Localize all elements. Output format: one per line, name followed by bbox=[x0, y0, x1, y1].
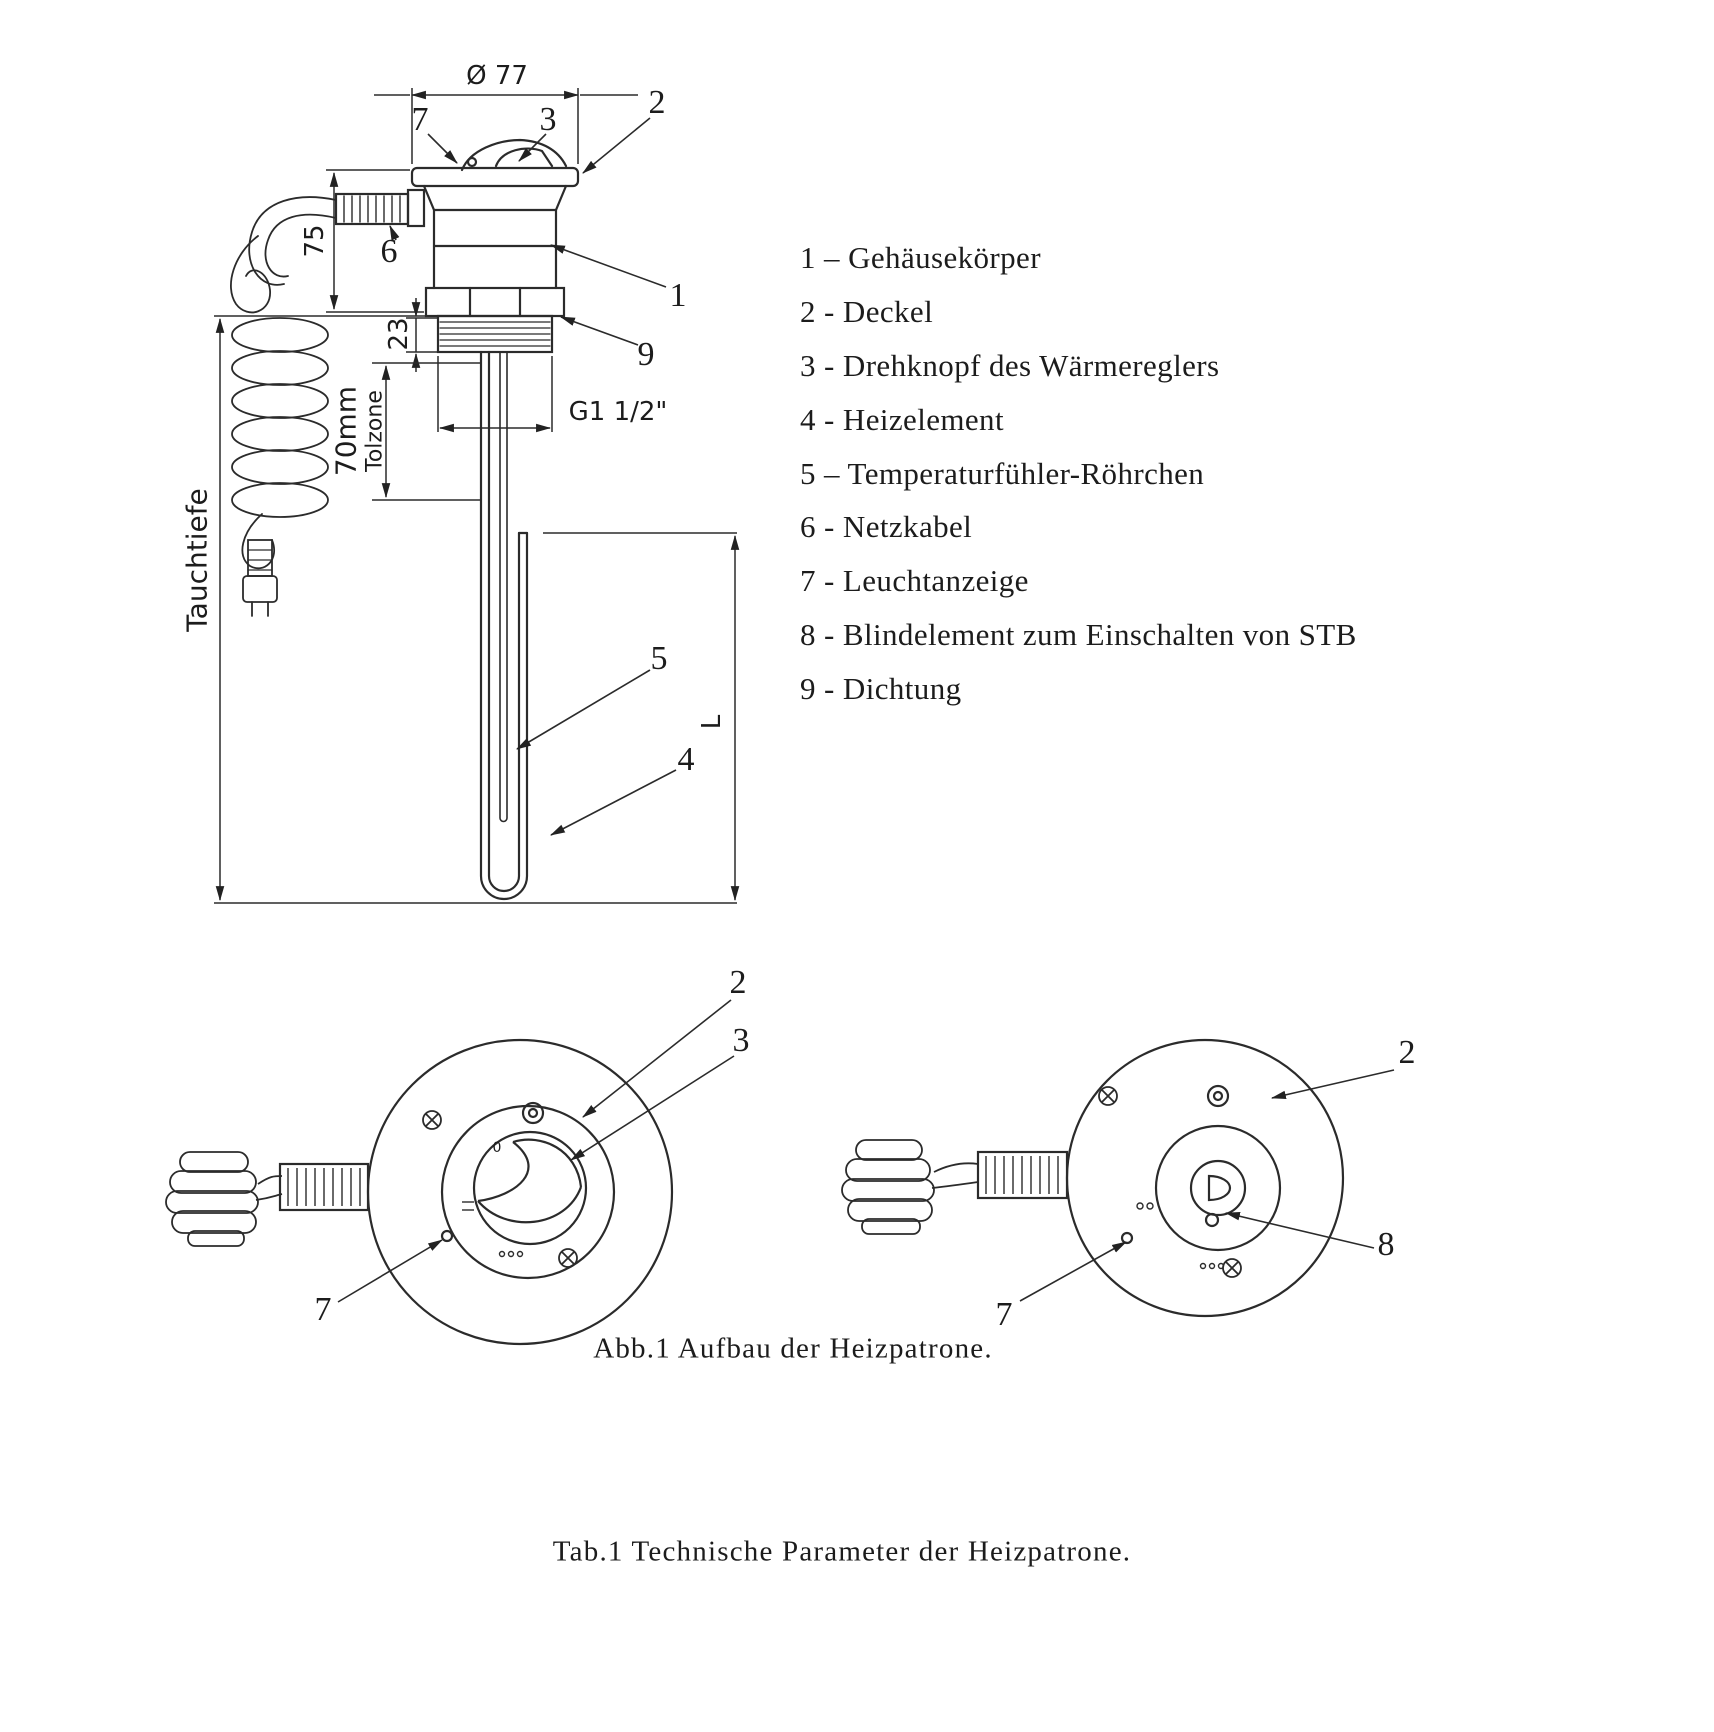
power-cable-coil bbox=[230, 196, 337, 617]
thread-section bbox=[436, 314, 554, 354]
knob-pointer bbox=[477, 1138, 583, 1224]
side-view-drawing bbox=[230, 138, 580, 901]
dim-label-75: 75 bbox=[300, 224, 330, 258]
callout-4: 4 bbox=[677, 741, 695, 778]
figure-caption: Abb.1 Aufbau der Heizpatrone. bbox=[593, 1332, 993, 1365]
front-left-leaders bbox=[337, 999, 735, 1303]
cable-gland bbox=[334, 188, 426, 228]
knurled-screw bbox=[521, 1101, 545, 1125]
legend-item-1: 1 – Gehäusekörper bbox=[800, 240, 1041, 275]
heating-tube bbox=[479, 350, 529, 901]
front-view-right-drawing bbox=[841, 1038, 1395, 1318]
legend-item-6: 6 - Netzkabel bbox=[800, 509, 973, 544]
dim-75 bbox=[326, 169, 424, 313]
dim-label-tolzone: Tolzone bbox=[362, 390, 388, 472]
phillips-screw-bottom bbox=[1222, 1258, 1242, 1278]
dim-label-tauchtiefe: Tauchtiefe bbox=[180, 488, 214, 632]
leader-9 bbox=[559, 316, 639, 346]
dim-tolzone-70mm bbox=[372, 362, 481, 501]
cable-gland-left-view bbox=[278, 1162, 370, 1212]
legend-item-2: 2 - Deckel bbox=[800, 294, 934, 329]
legend-item-3: 3 - Drehknopf des Wärmereglers bbox=[800, 348, 1220, 383]
dimension-lines bbox=[214, 88, 740, 904]
callout-right-8: 8 bbox=[1377, 1226, 1395, 1263]
indicator-lamp bbox=[440, 1229, 454, 1243]
knurled-screw bbox=[1206, 1084, 1230, 1108]
callout-2: 2 bbox=[648, 84, 666, 121]
front-right-leaders bbox=[1019, 1069, 1395, 1302]
leader-1 bbox=[549, 244, 667, 288]
callout-right-7: 7 bbox=[995, 1296, 1013, 1333]
cover-knob-outline bbox=[460, 138, 568, 172]
hex-flange bbox=[424, 286, 566, 318]
legend-item-9: 9 - Dichtung bbox=[800, 671, 962, 706]
dim-label-23: 23 bbox=[384, 317, 414, 351]
callout-left-2: 2 bbox=[729, 964, 747, 1001]
body-outline bbox=[422, 184, 568, 290]
leader-6 bbox=[389, 225, 400, 241]
center-hole bbox=[1189, 1159, 1247, 1217]
cover-circle bbox=[366, 1038, 674, 1346]
phillips-screw-top bbox=[422, 1110, 442, 1130]
folded-plug-right-view bbox=[841, 1139, 979, 1235]
dim-label-70mm: 70mm bbox=[329, 385, 363, 477]
side-view-leaders bbox=[389, 117, 677, 836]
small-markings bbox=[462, 1201, 524, 1258]
leader-4 bbox=[550, 769, 677, 836]
recess-circle bbox=[1154, 1124, 1282, 1252]
leader-7 bbox=[427, 133, 458, 164]
callout-right-2: 2 bbox=[1398, 1034, 1416, 1071]
dim-label-thread-size: G1 1/2" bbox=[568, 397, 668, 427]
knob-recess-circle bbox=[440, 1104, 616, 1280]
phillips-screw-bottom bbox=[558, 1248, 578, 1268]
dim-thread-G bbox=[437, 356, 553, 433]
legend-item-5: 5 – Temperaturfühler-Röhrchen bbox=[800, 456, 1205, 491]
folded-plug-left-view bbox=[165, 1151, 283, 1247]
leader-2 bbox=[582, 117, 651, 174]
callout-3: 3 bbox=[539, 101, 557, 138]
front-view-left-drawing bbox=[165, 999, 735, 1346]
leader-5 bbox=[516, 669, 651, 750]
legend-item-8: 8 - Blindelement zum Einschalten von STB bbox=[800, 617, 1357, 652]
phillips-screw-top bbox=[1098, 1086, 1118, 1106]
legend-item-4: 4 - Heizelement bbox=[800, 402, 1004, 437]
callout-1: 1 bbox=[669, 277, 687, 314]
dim-tauchtiefe bbox=[214, 315, 737, 904]
callout-left-7: 7 bbox=[314, 1291, 332, 1328]
cable-gland-right-view bbox=[976, 1150, 1069, 1200]
callout-7: 7 bbox=[411, 101, 429, 138]
thermostat-knob bbox=[472, 1130, 588, 1246]
legend-item-7: 7 - Leuchtanzeige bbox=[800, 563, 1029, 598]
callout-5: 5 bbox=[650, 640, 668, 677]
small-markings bbox=[1136, 1202, 1225, 1270]
callout-left-3: 3 bbox=[732, 1022, 750, 1059]
dim-diameter-77 bbox=[374, 88, 638, 164]
d-shaped-shaft bbox=[1207, 1174, 1232, 1202]
leader-3 bbox=[518, 133, 547, 162]
blind-element-tab bbox=[1204, 1212, 1220, 1228]
cover-circle bbox=[1065, 1038, 1345, 1318]
dim-label-length: L bbox=[697, 714, 727, 730]
sensor-tube bbox=[499, 351, 508, 823]
callout-6: 6 bbox=[380, 233, 398, 270]
callout-9: 9 bbox=[637, 336, 655, 373]
dim-label-diameter: Ø 77 bbox=[466, 61, 528, 91]
cover-outline bbox=[410, 166, 580, 188]
dim-length-L bbox=[543, 532, 740, 902]
table-caption: Tab.1 Technische Parameter der Heizpatro… bbox=[552, 1535, 1132, 1568]
indicator-lamp bbox=[1120, 1231, 1134, 1245]
knob-zero-marking: 0 bbox=[492, 1140, 502, 1156]
